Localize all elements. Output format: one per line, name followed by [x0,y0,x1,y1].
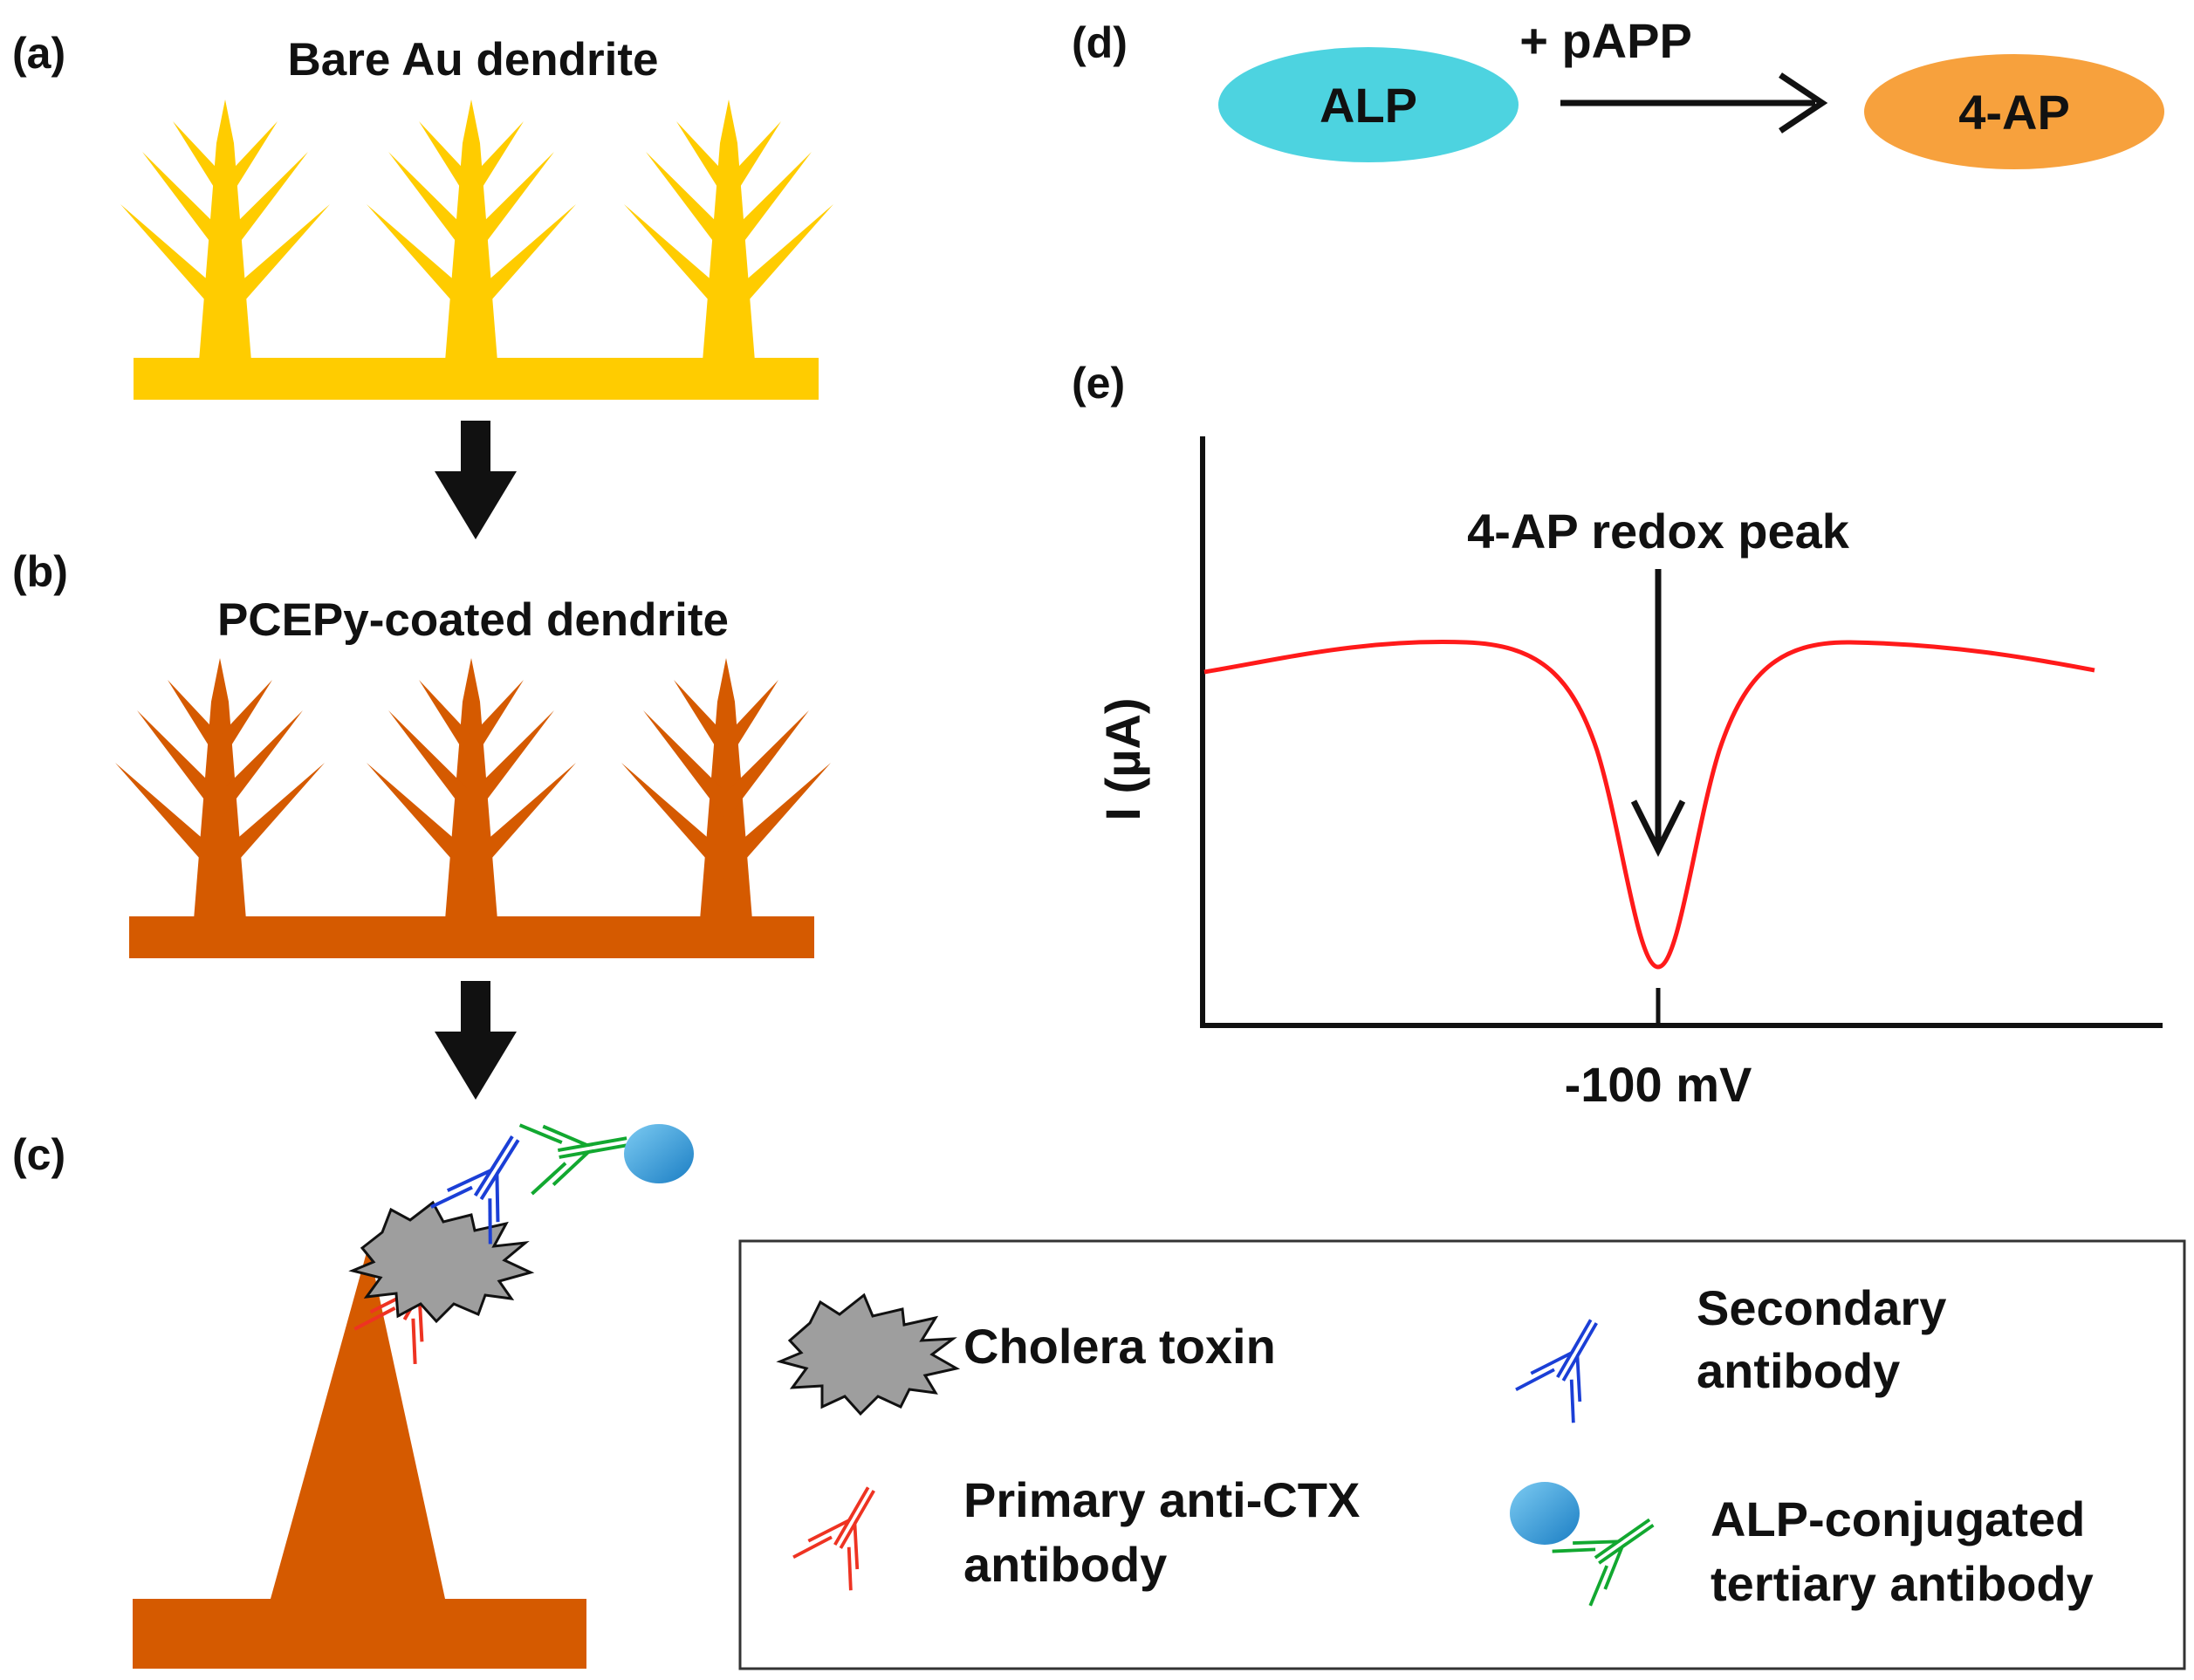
dendrite-tree [115,658,325,920]
panel-d-label: (d) [1072,18,1128,67]
panel-a-title: Bare Au dendrite [287,34,658,86]
dendrite-base [134,358,819,400]
panel-e-label: (e) [1072,359,1125,408]
arrow-down-icon [1630,569,1686,857]
peak-label: 4-AP redox peak [1467,504,1850,559]
dendrite-tree [120,99,330,361]
alp-enzyme-label: ALP [1320,78,1417,133]
legend-alp-line1: ALP-conjugated [1711,1491,2085,1546]
tertiary-antibody [518,1105,635,1196]
arrow-down-icon [435,981,517,1100]
dendrite-tree [367,99,576,361]
product-4ap [1864,54,2164,169]
reagent-label: + pAPP [1519,13,1692,68]
dendrite-tree [367,658,576,920]
gold-dendrite [120,99,833,400]
bead-icon [1510,1482,1580,1545]
legend-primary-line2: antibody [963,1537,1167,1592]
alp-enzyme [1218,47,1519,162]
legend-primary-line1: Primary anti-CTX [963,1472,1360,1527]
voltammogram-curve [1203,640,2095,970]
dendrite-base [129,916,814,958]
arrow-right-icon [1560,72,1828,134]
panel-c-label: (c) [12,1130,65,1179]
plot-axes [1200,436,2163,1028]
arrow-down-icon [435,421,517,539]
antibody-icon [792,1471,902,1593]
legend-secondary-line2: antibody [1697,1343,1900,1398]
legend-alp-line2: tertiary antibody [1711,1556,2094,1611]
dendrite-tree [621,658,831,920]
sensor-spike [133,1246,586,1669]
x-tick-label: -100 mV [1565,1057,1752,1112]
toxin-icon [348,1200,535,1324]
product-label: 4-AP [1958,85,2070,140]
bead-icon [624,1124,694,1183]
antibody-icon [1514,1303,1624,1425]
legend-box [738,1239,2186,1670]
panel-b-label: (b) [12,547,68,596]
pcepy-dendrite [115,658,831,958]
panel-a-label: (a) [12,29,65,78]
toxin-icon [776,1293,961,1416]
legend-cholera-toxin: Cholera toxin [963,1319,1276,1374]
legend-secondary-line1: Secondary [1697,1280,1946,1335]
panel-b-title: PCEPy-coated dendrite [217,594,729,646]
y-axis-label: I (µA) [1095,697,1150,820]
dendrite-tree [624,99,833,361]
